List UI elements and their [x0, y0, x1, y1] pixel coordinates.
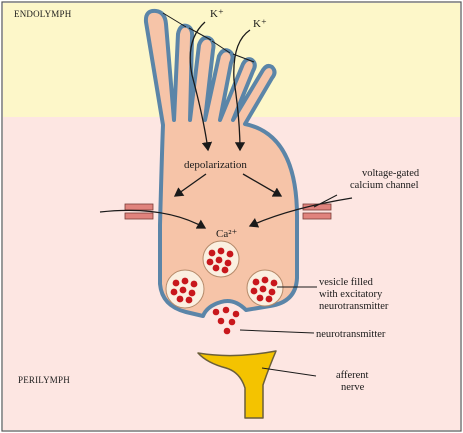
nerve-leader-line	[261, 367, 317, 377]
afferent-nerve	[197, 350, 277, 419]
calcium-channel-right	[302, 203, 332, 220]
calcium-ion-label: Ca²⁺	[216, 228, 238, 240]
released-neurotransmitter	[212, 306, 240, 335]
calcium-influx-arrow-left	[99, 209, 207, 229]
channel-label-line2: calcium channel	[350, 180, 419, 191]
depolarization-arrow-left	[173, 173, 207, 197]
vesicle-top	[202, 240, 240, 278]
nerve-label-line1: afferent	[336, 370, 369, 381]
vesicle-right	[246, 269, 284, 307]
channel-label-line1: voltage-gated	[362, 168, 420, 179]
perilymph-label: PERILYMPH	[18, 375, 70, 385]
vesicle-label-line1: vesicle filled	[319, 277, 374, 288]
k-ion-label-2: K⁺	[253, 18, 267, 30]
vesicle-label-line2: with excitatory	[319, 289, 383, 300]
calcium-influx-arrow-right	[248, 197, 353, 228]
endolymph-label: ENDOLYMPH	[14, 9, 72, 19]
depolarization-label: depolarization	[184, 159, 247, 171]
k-influx-arrow-1	[189, 21, 213, 152]
k-influx-arrow-2	[233, 29, 251, 152]
depolarization-arrow-right	[242, 173, 283, 197]
neurotransmitter-label: neurotransmitter	[316, 329, 386, 340]
vesicle-label-line3: neurotransmitter	[319, 301, 389, 312]
vesicle-left	[165, 269, 205, 309]
channel-leader-line	[313, 194, 338, 208]
k-ion-label-1: K⁺	[210, 8, 224, 20]
neurotransmitter-leader-line	[239, 329, 315, 334]
tip-links	[162, 12, 255, 63]
nerve-label-line2: nerve	[341, 382, 365, 393]
